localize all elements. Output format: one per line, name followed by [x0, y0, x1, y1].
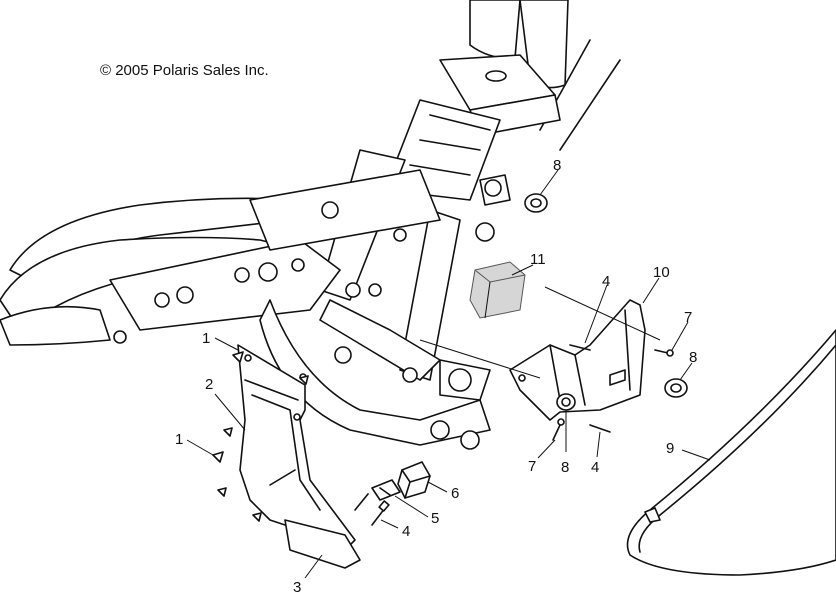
- leader-lines: [186, 169, 711, 579]
- callout-7b: 7: [528, 458, 536, 475]
- callout-8a: 8: [553, 157, 561, 174]
- panel-trim-part-3: [284, 519, 361, 569]
- alignment-lines: [419, 286, 661, 379]
- callout-11: 11: [530, 251, 546, 268]
- callout-4b: 4: [602, 273, 610, 290]
- callout-6: 6: [451, 485, 459, 502]
- screw-part-4: [354, 344, 611, 526]
- callout-1a: 1: [202, 330, 210, 347]
- callout-4a: 4: [402, 523, 410, 540]
- callout-1b: 1: [175, 431, 183, 448]
- clip-part-6: [397, 461, 431, 499]
- callout-4c: 4: [591, 459, 599, 476]
- clip-part-5: [371, 479, 401, 501]
- grommet-part-8: [524, 193, 688, 398]
- clip-part-1: [212, 351, 309, 522]
- callout-8b: 8: [689, 349, 697, 366]
- callout-3: 3: [293, 579, 301, 594]
- side-cover-part-9: [626, 329, 836, 576]
- bracket-part-10: [509, 299, 646, 421]
- callout-labels: 1 1 2 3 4 4 4 5 6 7 7 8 8 8 9 10 11: [175, 157, 697, 594]
- bolt-part-7: [552, 349, 674, 441]
- motorcycle-frame: [0, 0, 621, 450]
- module-part-11: [469, 261, 526, 319]
- callout-9: 9: [666, 440, 674, 457]
- callout-8c: 8: [561, 459, 569, 476]
- callout-7a: 7: [684, 309, 692, 326]
- callout-10: 10: [653, 264, 670, 281]
- callout-2: 2: [205, 376, 213, 393]
- copyright-text: © 2005 Polaris Sales Inc.: [100, 62, 269, 79]
- callout-5: 5: [431, 510, 439, 527]
